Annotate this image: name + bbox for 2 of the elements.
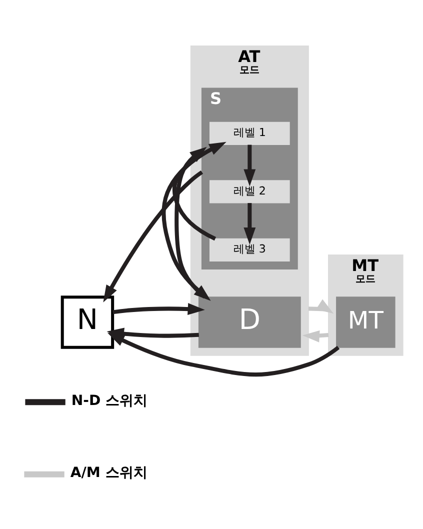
legend-label: N-D 스위치 (71, 392, 148, 408)
legend-label: A/M 스위치 (70, 464, 148, 481)
